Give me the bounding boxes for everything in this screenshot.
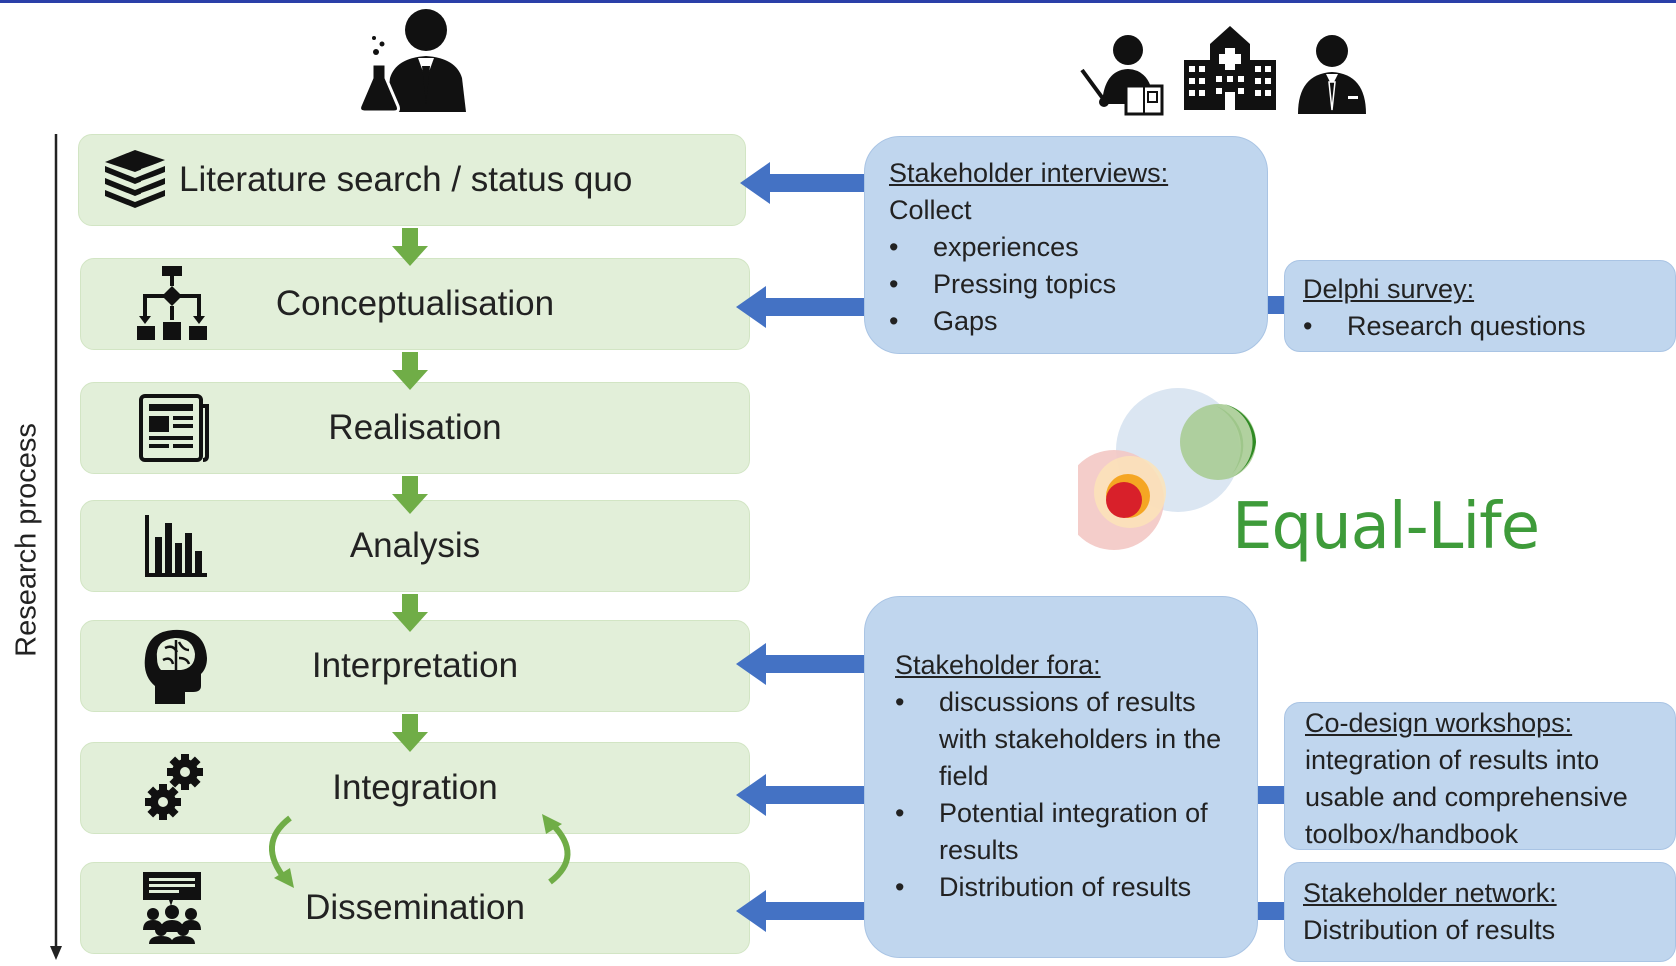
hospital-icon <box>1184 26 1276 110</box>
axis-label: Research process <box>10 423 43 657</box>
equal-life-logo-mark <box>1078 388 1256 550</box>
step-label: Analysis <box>349 526 481 565</box>
delphi-survey-box: Delphi survey: Research questions <box>1284 260 1676 352</box>
step-literature-search: Literature search / status quo <box>78 134 746 226</box>
stakeholder-network-box: Stakeholder network: Distribution of res… <box>1284 862 1676 962</box>
flowchart-icon <box>137 266 207 340</box>
step-integration: Integration <box>80 742 750 834</box>
down-arrow <box>392 594 428 632</box>
step-analysis: Analysis <box>80 500 750 592</box>
top-border <box>0 0 1676 3</box>
arrow-fora-to-interpretation <box>736 643 870 685</box>
fora-list: discussions of results with stakeholders… <box>895 684 1237 906</box>
list-item: Research questions <box>1303 308 1657 345</box>
arrow-fora-to-integration <box>736 774 870 816</box>
interviews-heading: Stakeholder interviews: <box>889 158 1169 188</box>
gears-icon <box>145 754 203 820</box>
codesign-text: integration of results into usable and c… <box>1305 745 1628 849</box>
delphi-list: Research questions <box>1303 308 1657 345</box>
logo-text: Equal-Life <box>1232 490 1540 564</box>
list-item: experiences <box>889 229 1267 266</box>
step-label: Realisation <box>328 408 502 447</box>
research-process-axis <box>50 134 62 960</box>
fora-heading: Stakeholder fora: <box>895 650 1101 680</box>
list-item: Potential integration of results <box>895 795 1237 869</box>
down-arrow <box>392 352 428 390</box>
teacher-icon <box>1080 35 1164 116</box>
step-dissemination: Dissemination <box>80 862 750 954</box>
down-arrow <box>392 228 428 266</box>
step-label: Literature search / status quo <box>179 160 633 199</box>
delphi-heading: Delphi survey: <box>1303 274 1475 304</box>
stakeholder-fora-box: Stakeholder fora: discussions of results… <box>864 596 1258 958</box>
connector-network <box>1254 902 1286 920</box>
step-label: Dissemination <box>305 888 525 927</box>
list-item: discussions of results with stakeholders… <box>895 684 1237 795</box>
list-item: Distribution of results <box>895 869 1237 906</box>
arrow-interviews-to-conceptualisation <box>736 286 870 328</box>
step-interpretation: Interpretation <box>80 620 750 712</box>
network-heading: Stakeholder network: <box>1303 878 1557 908</box>
bar-chart-icon <box>145 515 207 577</box>
newspaper-icon <box>139 394 209 462</box>
step-label: Interpretation <box>311 646 519 685</box>
codesign-workshops-box: Co-design workshops: integration of resu… <box>1284 702 1676 850</box>
step-label: Integration <box>332 768 498 807</box>
down-arrow <box>392 476 428 514</box>
scientist-icon <box>360 9 466 112</box>
codesign-heading: Co-design workshops: <box>1305 708 1573 738</box>
feedback-loop-arrows <box>268 814 571 888</box>
connector-delphi <box>1262 296 1286 314</box>
step-realisation: Realisation <box>80 382 750 474</box>
stakeholder-interviews-box: Stakeholder interviews: Collect experien… <box>864 136 1268 354</box>
axis-label-wrap: Research process <box>0 400 54 680</box>
connector-codesign <box>1254 786 1286 804</box>
network-text: Distribution of results <box>1303 915 1556 945</box>
down-arrow <box>392 714 428 752</box>
interviews-list: experiences Pressing topics Gaps <box>889 229 1267 340</box>
step-conceptualisation: Conceptualisation <box>80 258 750 350</box>
books-icon <box>105 150 165 208</box>
interviews-intro: Collect <box>889 195 972 225</box>
brain-head-icon <box>144 629 207 704</box>
audience-presentation-icon <box>143 872 201 944</box>
list-item: Gaps <box>889 303 1267 340</box>
step-label: Conceptualisation <box>275 284 555 323</box>
businessman-icon <box>1298 35 1366 114</box>
arrow-fora-to-dissemination <box>736 890 870 932</box>
list-item: Pressing topics <box>889 266 1267 303</box>
arrow-interviews-to-literature <box>740 162 870 204</box>
